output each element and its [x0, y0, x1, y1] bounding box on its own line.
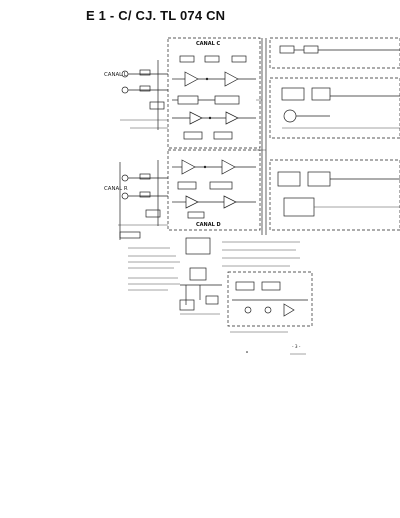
upper-channel-block: CANAL C: [167, 37, 261, 149]
notes-right: [185, 237, 300, 267]
input-section-upper: CANAL L: [104, 60, 168, 130]
lower-channel-block: CANAL D: [167, 149, 261, 231]
lower-channel-label: CANAL D: [196, 222, 221, 228]
bottom-right-block: [227, 271, 313, 333]
upper-channel-label: CANAL C: [196, 41, 221, 47]
right-block-middle: [269, 77, 400, 139]
small-schematic-left: [179, 267, 222, 315]
page-marker: - 3 -: [292, 344, 301, 349]
bus-lines: [256, 38, 267, 235]
notes-left: [128, 247, 180, 291]
input-upper-label: CANAL L: [104, 72, 127, 78]
right-block-upper: [269, 37, 400, 69]
page-title: E 1 - C/ CJ. TL 074 CN: [86, 8, 226, 23]
input-section-lower: CANAL R: [104, 160, 168, 240]
right-block-lower: [269, 159, 400, 231]
input-lower-label: CANAL R: [104, 186, 128, 192]
